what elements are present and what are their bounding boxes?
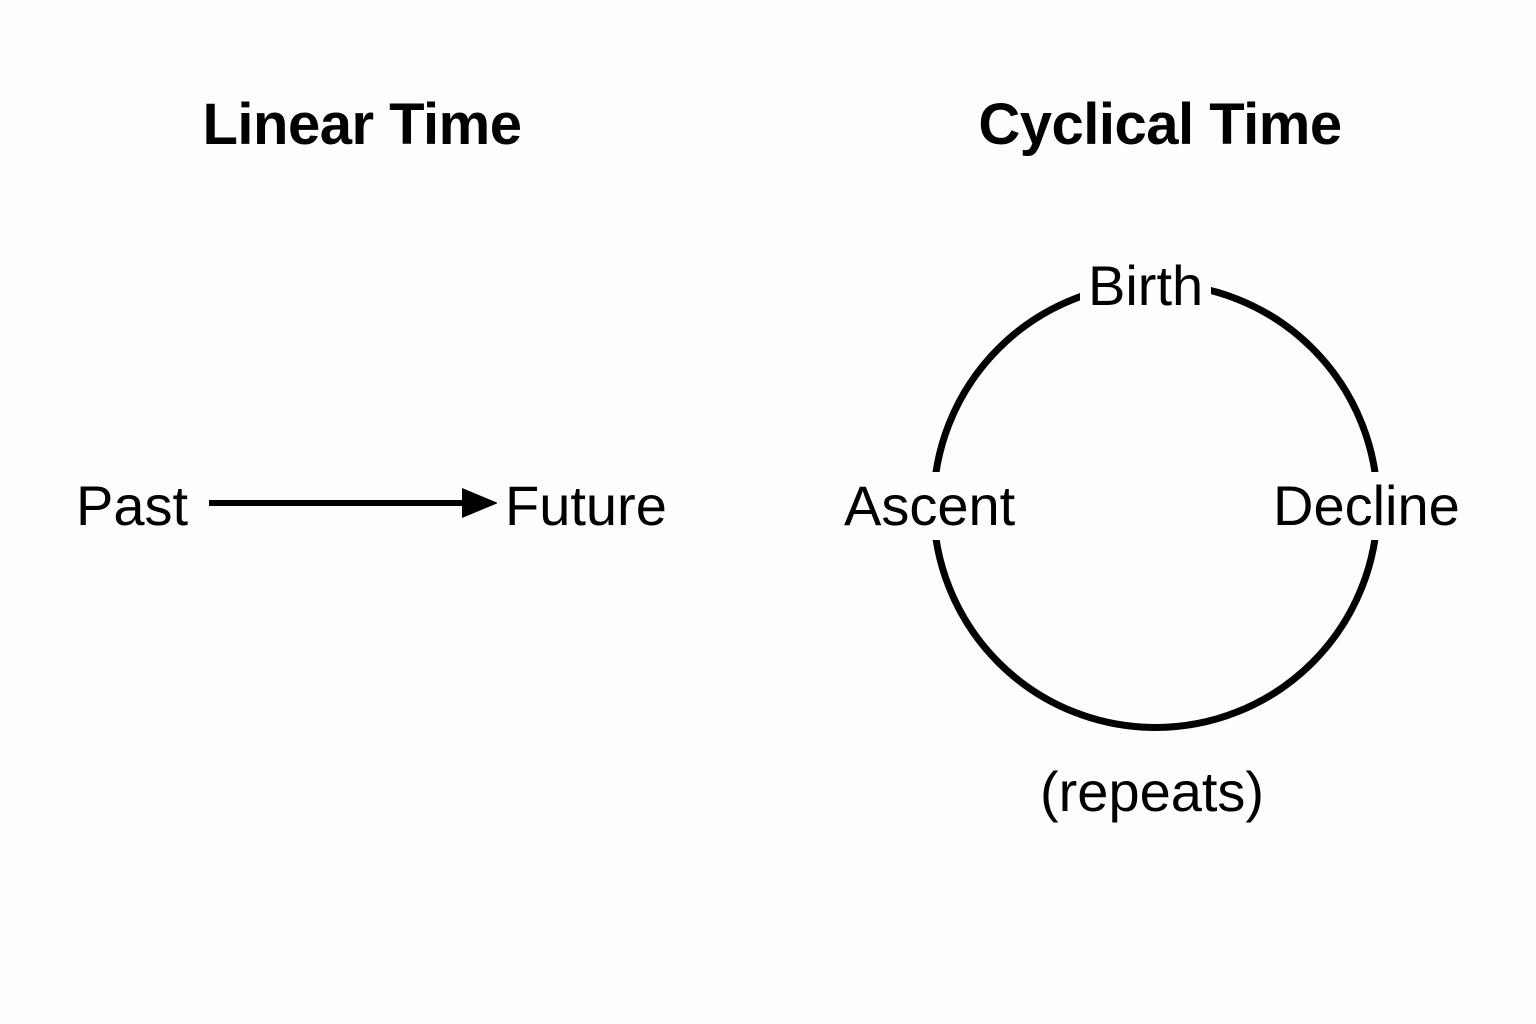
linear-end-label: Future: [497, 472, 675, 540]
timeline-arrow-icon: [209, 488, 498, 518]
linear-time-title: Linear Time: [202, 92, 523, 157]
cyclical-time-panel: Cyclical Time Birth Ascent Decline (repe…: [768, 0, 1536, 1024]
cycle-annotation-repeats: (repeats): [1032, 758, 1273, 826]
linear-time-panel: Linear Time Past Future: [68, 92, 675, 540]
cycle-label-decline: Decline: [1265, 472, 1468, 540]
cycle-label-ascent: Ascent: [836, 472, 1024, 540]
cycle-label-birth: Birth: [1080, 252, 1212, 320]
cyclical-time-title: Cyclical Time: [978, 92, 1342, 157]
linear-start-label: Past: [68, 472, 197, 540]
